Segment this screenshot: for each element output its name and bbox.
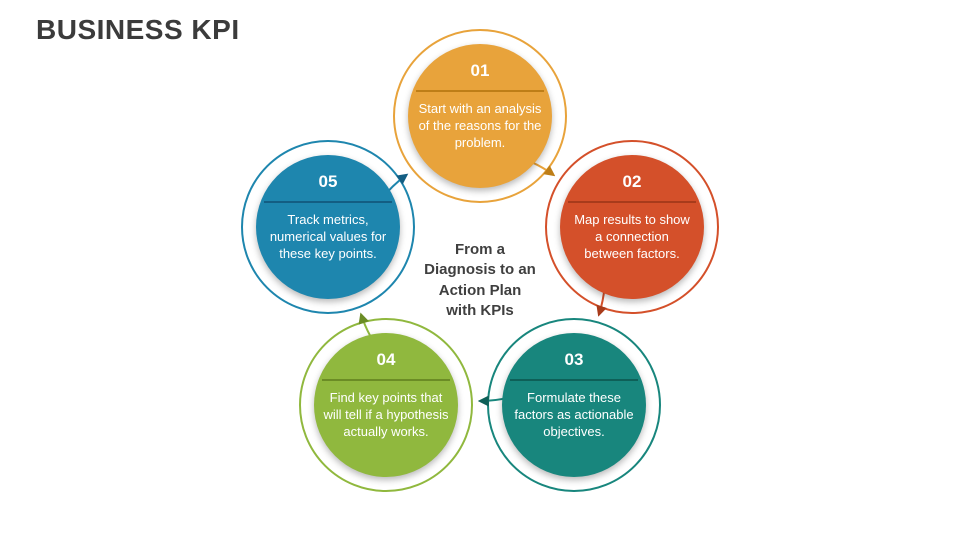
step-divider xyxy=(322,379,450,381)
diagram-center-caption: From a Diagnosis to an Action Plan with … xyxy=(424,241,536,319)
step-circle-04: 04 Find key points that will tell if a h… xyxy=(314,333,458,477)
step-number: 05 xyxy=(318,172,338,191)
step-circle-01: 01 Start with an analysis of the reasons… xyxy=(408,44,552,188)
step-number: 03 xyxy=(564,350,584,369)
step-text: Formulate these factors as actionable ob… xyxy=(514,390,634,439)
step-circle-03: 03 Formulate these factors as actionable… xyxy=(502,333,646,477)
step-number: 01 xyxy=(470,61,490,80)
step-circle-05: 05 Track metrics, numerical values for t… xyxy=(256,155,400,299)
step-text: Map results to show a connection between… xyxy=(574,212,690,261)
step-circle-02: 02 Map results to show a connection betw… xyxy=(560,155,704,299)
step-text: Track metrics, numerical values for thes… xyxy=(269,212,387,261)
step-ring-05 xyxy=(241,140,415,314)
step-text: Start with an analysis of the reasons fo… xyxy=(418,101,542,150)
step-number: 02 xyxy=(622,172,642,191)
step-ring-04 xyxy=(299,318,473,492)
step-number: 04 xyxy=(376,350,396,369)
step-divider xyxy=(568,201,696,203)
slide-title: BUSINESS KPI xyxy=(36,14,240,45)
step-text: Find key points that will tell if a hypo… xyxy=(323,390,449,439)
step-divider xyxy=(510,379,638,381)
step-ring-02 xyxy=(545,140,719,314)
step-ring-01 xyxy=(393,29,567,203)
step-divider xyxy=(264,201,392,203)
step-divider xyxy=(416,90,544,92)
